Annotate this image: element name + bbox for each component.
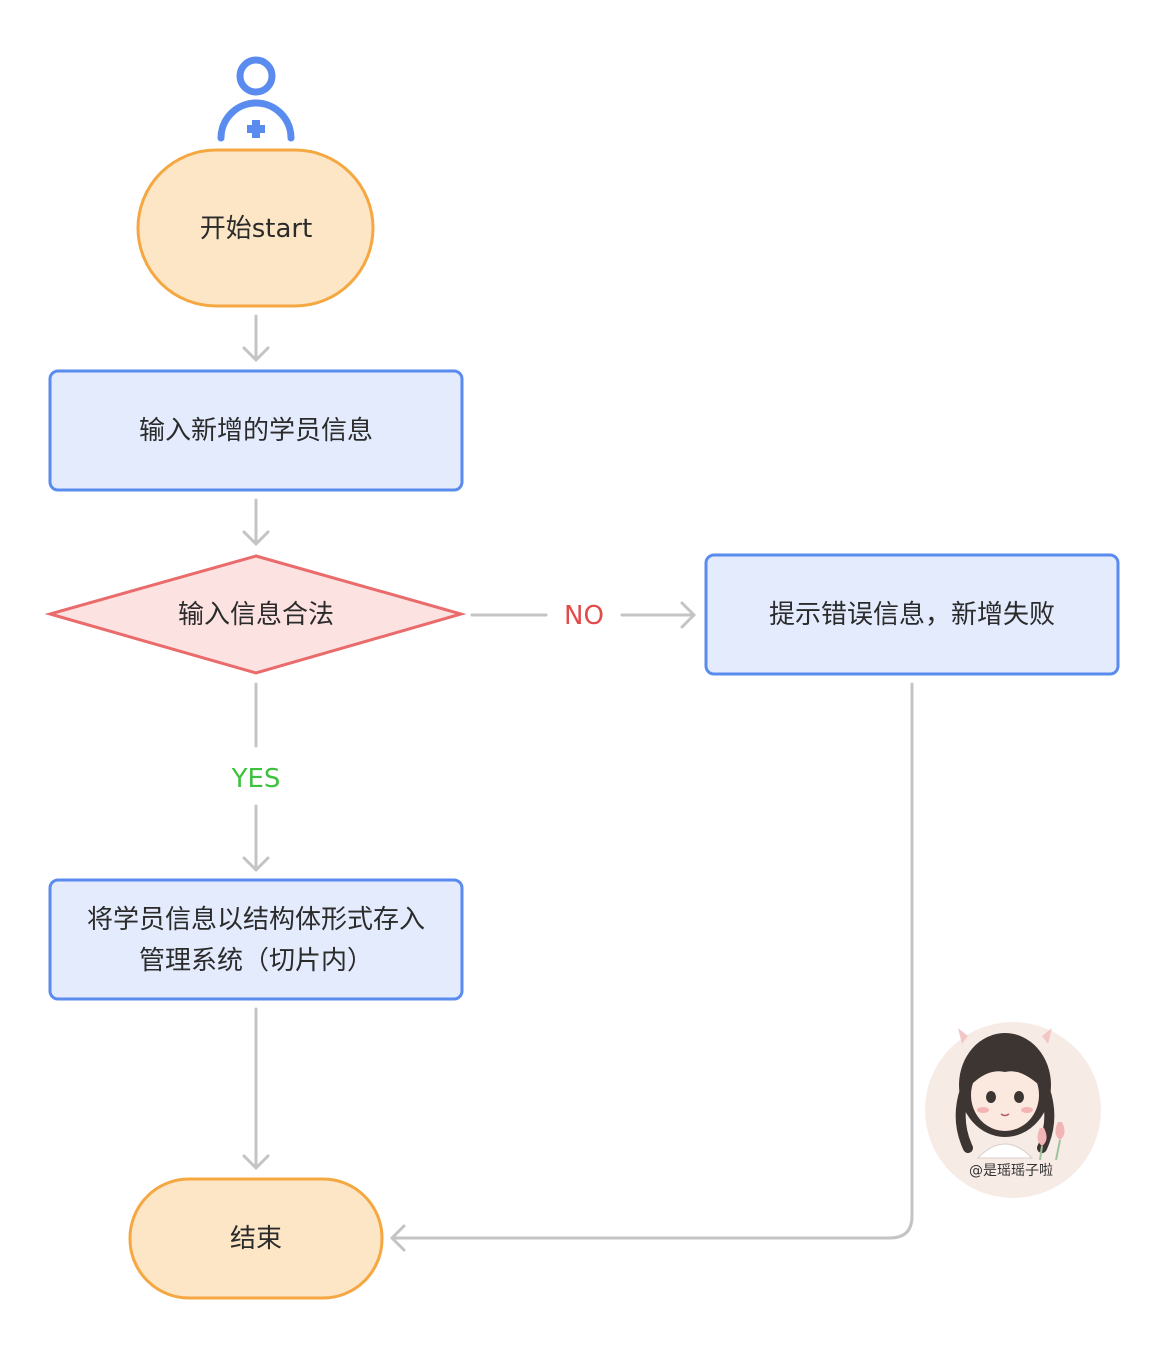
store-node[interactable]: 将学员信息以结构体形式存入 管理系统（切片内） bbox=[48, 878, 464, 1001]
start-node[interactable]: 开始start bbox=[136, 148, 375, 308]
edge-decision-to-store bbox=[242, 682, 270, 872]
edge-input-to-decision bbox=[242, 498, 270, 546]
store-node-label-line1: 将学员信息以结构体形式存入 bbox=[87, 905, 425, 935]
start-node-label: 开始start bbox=[200, 214, 313, 244]
end-node[interactable]: 结束 bbox=[128, 1177, 384, 1300]
edge-decision-to-error bbox=[470, 601, 696, 629]
error-node[interactable]: 提示错误信息，新增失败 bbox=[704, 553, 1120, 676]
edge-error-to-end bbox=[390, 682, 914, 1252]
edge-start-to-input bbox=[242, 314, 270, 362]
error-node-label: 提示错误信息，新增失败 bbox=[769, 600, 1055, 630]
girl-avatar-icon bbox=[955, 1028, 1065, 1161]
end-node-label: 结束 bbox=[230, 1224, 282, 1254]
decision-node-label: 输入信息合法 bbox=[178, 600, 334, 630]
user-add-icon bbox=[217, 56, 295, 142]
input-node-label: 输入新增的学员信息 bbox=[139, 416, 373, 446]
input-node[interactable]: 输入新增的学员信息 bbox=[48, 369, 464, 492]
edge-store-to-end bbox=[242, 1007, 270, 1170]
decision-node[interactable]: 输入信息合法 bbox=[44, 554, 467, 675]
edge-label-yes: YES bbox=[231, 764, 281, 794]
watermark: @是瑶瑶子啦 bbox=[925, 1022, 1101, 1198]
watermark-text: @是瑶瑶子啦 bbox=[969, 1162, 1053, 1179]
store-node-label-line2: 管理系统（切片内） bbox=[139, 946, 373, 976]
edge-label-no: NO bbox=[564, 601, 604, 631]
